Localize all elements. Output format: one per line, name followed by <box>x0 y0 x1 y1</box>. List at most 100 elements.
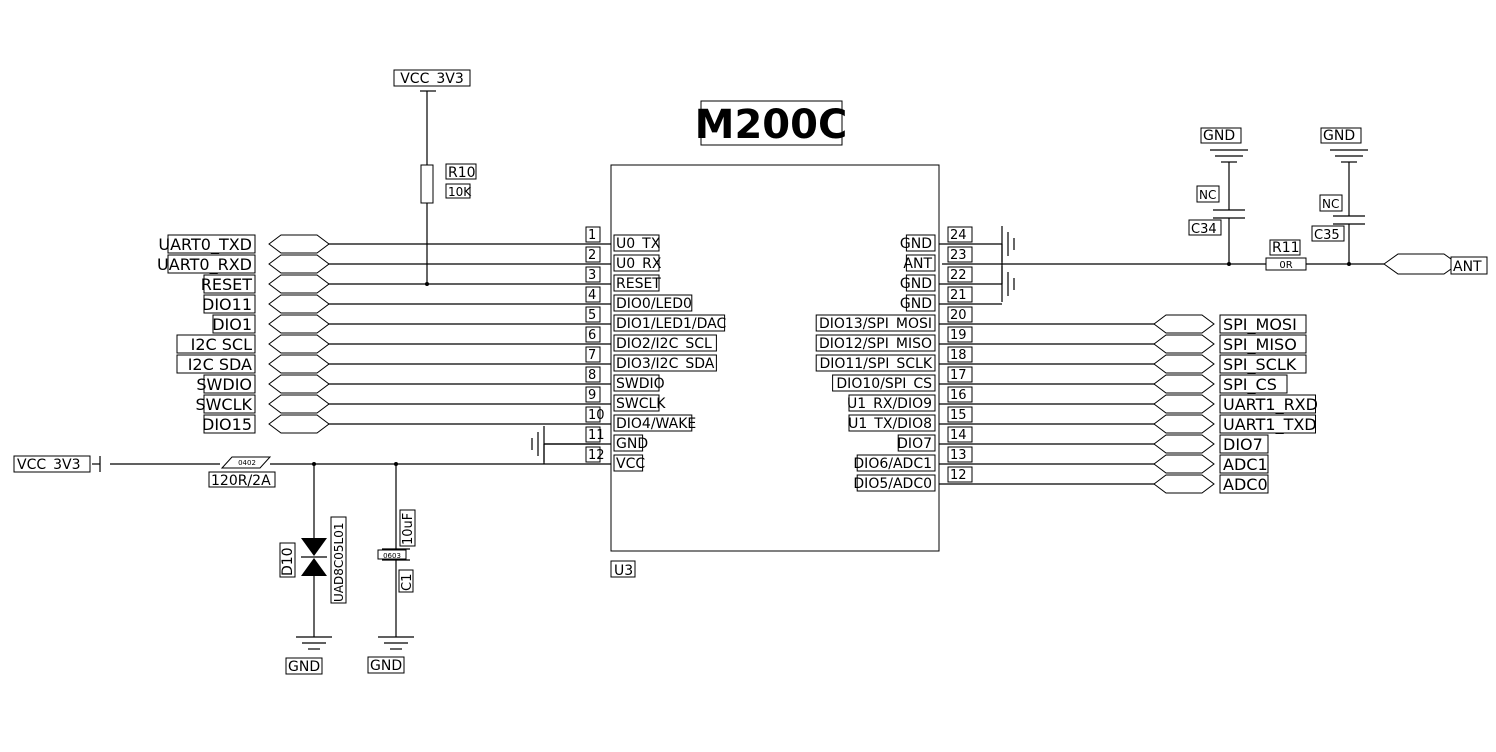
pin-name: DIO2/I2C_SCL <box>616 336 712 352</box>
pin-number: 23 <box>950 248 967 263</box>
net-port <box>268 374 330 394</box>
c1-value: 10uF <box>401 513 416 545</box>
net-label-uart0-txd: UART0_TXD <box>158 235 252 255</box>
net-label-spi-cs: SPI_CS <box>1223 375 1277 395</box>
net-port <box>268 294 330 314</box>
c35-gnd-label: GND <box>1323 128 1355 144</box>
pin-name: SWCLK <box>616 396 666 412</box>
pin-number: 12 <box>950 468 967 483</box>
pin-name: DIO1/LED1/DAC <box>616 316 726 332</box>
pin-name: DIO11/SPI_SCLK <box>819 356 932 372</box>
net-port <box>1153 354 1215 374</box>
pin-number: 21 <box>950 288 967 303</box>
antenna-network: 0R R11 ANT GND NC C34 GND NC C3 <box>942 127 1488 275</box>
r10-rail-label: VCC_3V3 <box>400 71 464 87</box>
pin-name: U1_TX/DIO8 <box>848 416 932 432</box>
pin-name: GND <box>900 296 932 312</box>
c1-ref: C1 <box>400 574 415 591</box>
pin-name: VCC <box>616 456 645 472</box>
left-gnd-symbol <box>531 426 600 464</box>
left-pin-row: 1U0_TX UART0_TXD <box>158 226 661 255</box>
net-port <box>268 394 330 414</box>
pin-number: 14 <box>950 428 967 443</box>
d10-tvs-diode: D10 UAD8C05L01 GND <box>279 464 347 675</box>
pin-name: DIO12/SPI_MISO <box>819 336 932 352</box>
c1-package: 0603 <box>383 552 401 560</box>
pin-name: SWDIO <box>616 376 665 392</box>
net-label-dio1: DIO1 <box>212 315 252 334</box>
pin-number: 15 <box>950 408 967 423</box>
r10-value: 10K <box>448 185 472 199</box>
pin-name: DIO7 <box>897 436 932 452</box>
c1-capacitor: 0603 10uF C1 GND <box>367 464 416 674</box>
net-label-i2c-scl: I2C SCL <box>191 335 252 354</box>
pin-number: 9 <box>588 388 596 403</box>
net-port <box>1153 314 1215 334</box>
net-port <box>1153 434 1215 454</box>
net-port <box>268 234 330 254</box>
pin-number: 20 <box>950 308 967 323</box>
pin-number: 10 <box>588 408 605 423</box>
pin-name: GND <box>900 276 932 292</box>
d10-gnd-label: GND <box>288 659 320 675</box>
r10-resistor: VCC_3V3 R10 10K <box>393 69 477 286</box>
pin-name: DIO5/ADC0 <box>853 476 932 492</box>
ferrite-bead <box>220 456 272 469</box>
pin-number: 18 <box>950 348 967 363</box>
pin-name: GND <box>900 236 932 252</box>
pin-number: 22 <box>950 268 967 283</box>
net-label-dio7: DIO7 <box>1223 435 1263 454</box>
net-port <box>268 254 330 274</box>
net-label-spi-mosi: SPI_MOSI <box>1223 315 1297 335</box>
pin-name: DIO13/SPI_MOSI <box>819 316 932 332</box>
net-label-adc1: ADC1 <box>1223 455 1268 474</box>
net-port <box>1153 394 1215 414</box>
c34-ref: C34 <box>1191 222 1217 237</box>
c34-gnd-label: GND <box>1203 128 1235 144</box>
chip-ref-box <box>610 560 636 578</box>
pin-name: DIO3/I2C_SDA <box>616 356 715 372</box>
r11-value: 0R <box>1279 260 1292 271</box>
net-label-i2c-sda: I2C SDA <box>188 355 252 374</box>
pin-number: 24 <box>950 228 967 243</box>
pin-name: U0_TX <box>616 236 661 252</box>
pin-number: 8 <box>588 368 596 383</box>
pin-number: 3 <box>588 268 596 283</box>
d10-part: UAD8C05L01 <box>332 523 346 602</box>
r10-ref: R10 <box>448 165 476 181</box>
net-label-dio15: DIO15 <box>202 415 252 434</box>
c1-gnd-label: GND <box>370 658 402 674</box>
net-label-spi-miso: SPI_MISO <box>1223 335 1297 355</box>
net-label-reset: RESET <box>201 275 252 294</box>
ant-port <box>1383 253 1459 275</box>
c35-ref: C35 <box>1314 228 1340 243</box>
net-port <box>1153 334 1215 354</box>
pin-number: 1 <box>588 228 596 243</box>
chip-title: M200C <box>695 102 848 148</box>
c34-value: NC <box>1199 188 1216 202</box>
net-port <box>268 334 330 354</box>
pin-name: U1_RX/DIO9 <box>847 396 932 412</box>
fb-value: 120R/2A <box>211 473 271 489</box>
net-port <box>1153 474 1215 494</box>
vcc-in-label: VCC_3V3 <box>17 457 81 473</box>
